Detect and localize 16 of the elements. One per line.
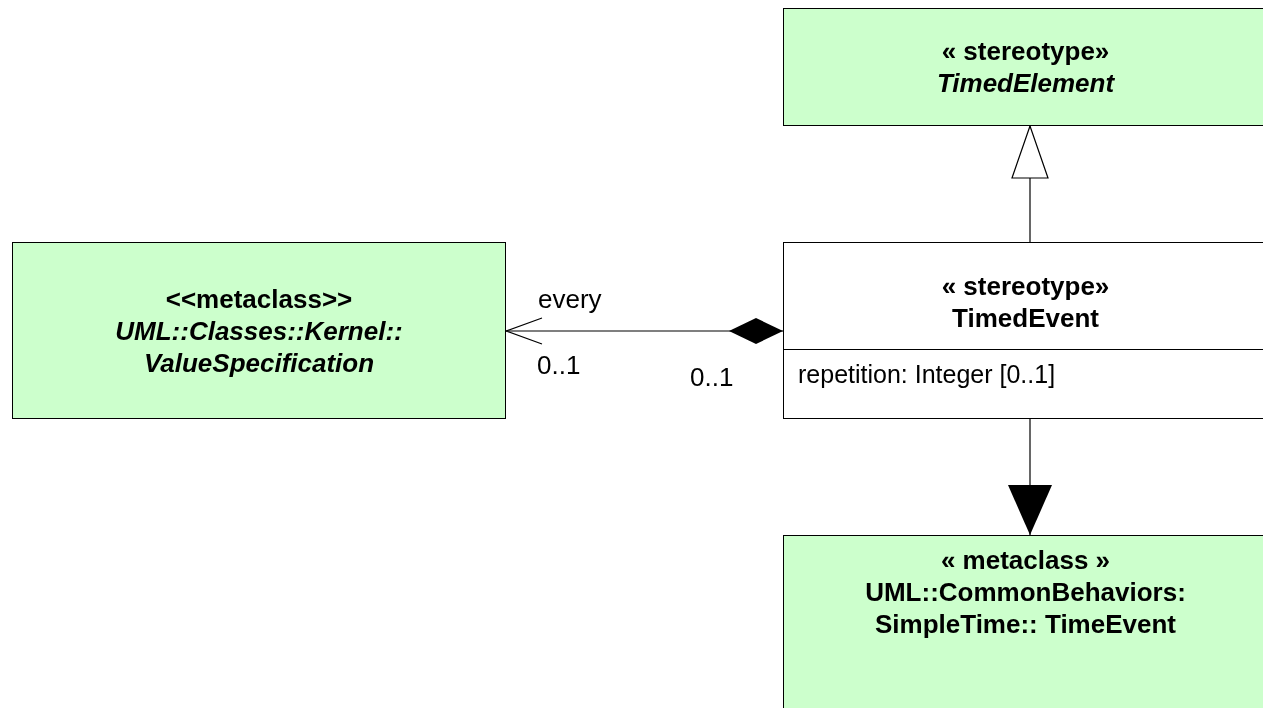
class-name: TimedEvent [952, 302, 1099, 334]
class-name: UML::Classes::Kernel:: ValueSpecification [114, 314, 404, 379]
class-box [783, 242, 1263, 419]
stereotype-label: <<metaclass>> [165, 282, 353, 315]
class-box [783, 8, 1263, 126]
arrow [505, 317, 784, 345]
stereotype-label: « metaclass » [940, 544, 1111, 576]
arrow [1011, 125, 1049, 243]
attribute-text: repetition: Integer [0..1] [797, 359, 1057, 390]
arrow [1008, 418, 1052, 536]
class-box [12, 242, 506, 419]
class-name: UML::CommonBehaviors: SimpleTime:: TimeEvent [864, 576, 1187, 640]
class-name: TimedElement [936, 67, 1115, 99]
class-box [783, 535, 1263, 708]
stereotype-label: « stereotype» [941, 270, 1110, 302]
stereotype-label: « stereotype» [941, 35, 1110, 67]
